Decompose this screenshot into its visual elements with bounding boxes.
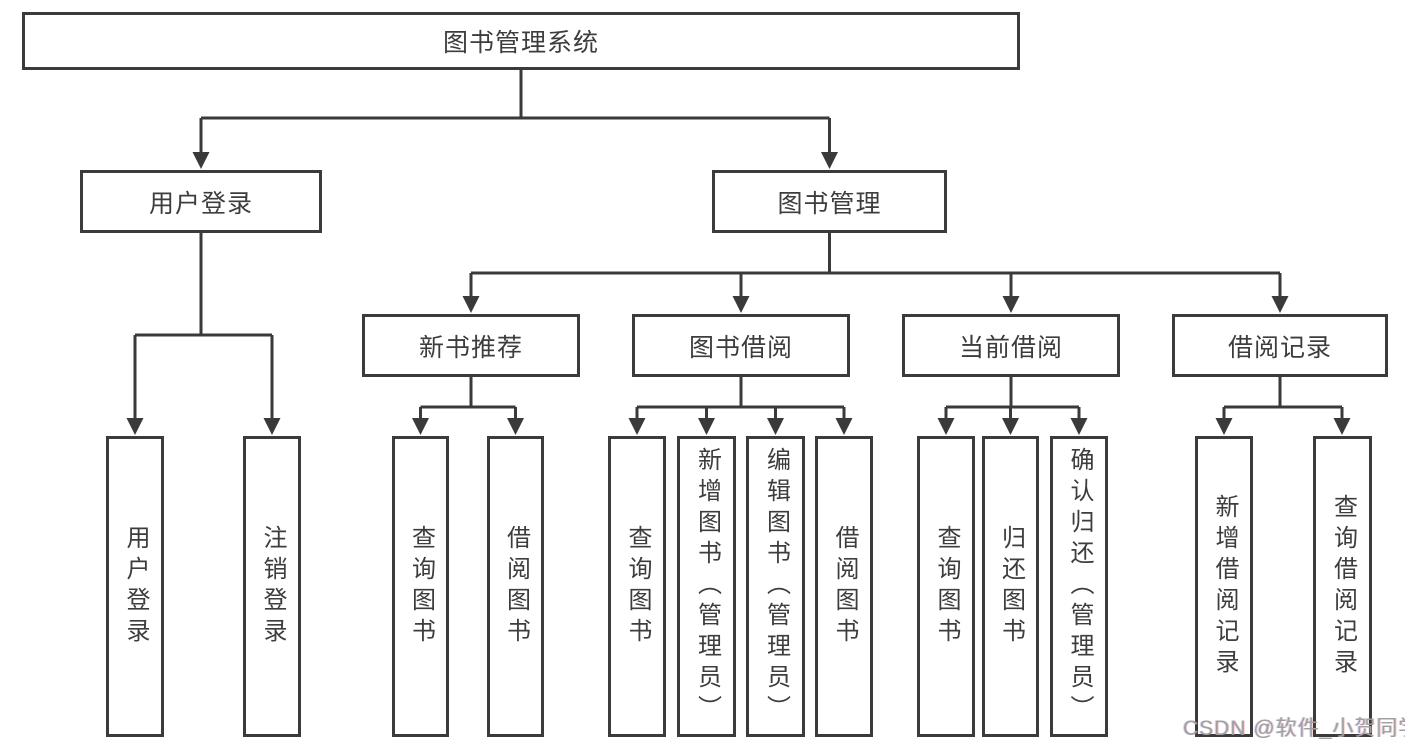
node-label: 查询图书 — [407, 524, 435, 649]
node-label: 当前借阅 — [958, 333, 1063, 362]
node-label: 编辑图书（管理员） — [762, 447, 790, 726]
node-current-borrowing: 当前借阅 — [902, 314, 1120, 377]
node-label: 归还图书 — [997, 524, 1025, 649]
node-logout: 注销登录 — [243, 436, 301, 737]
node-label: 新增借阅记录 — [1211, 493, 1238, 680]
node-label: 用户登录 — [122, 524, 149, 649]
node-confirm-return-admin: 确认归还（管理员） — [1050, 436, 1108, 737]
node-label: 查询图书 — [933, 524, 960, 649]
node-label: 图书管理 — [777, 189, 882, 218]
node-label: 借阅图书 — [502, 524, 530, 649]
node-return-books: 归还图书 — [982, 436, 1039, 737]
node-query-books-borrowing: 查询图书 — [608, 436, 666, 737]
node-book-management: 图书管理 — [712, 170, 947, 233]
node-add-books-admin: 新增图书（管理员） — [677, 436, 736, 737]
node-label: 用户登录 — [148, 189, 253, 218]
node-label: 图书管理系统 — [442, 29, 599, 57]
node-borrow-books-recommend: 借阅图书 — [487, 436, 544, 737]
node-label: 新增图书（管理员） — [693, 447, 721, 726]
node-label: 查询图书 — [624, 524, 651, 649]
node-label: 图书借阅 — [688, 333, 793, 362]
node-query-books-recommend: 查询图书 — [392, 436, 449, 737]
node-new-book-recommendation: 新书推荐 — [362, 314, 580, 377]
node-user-login-leaf: 用户登录 — [106, 436, 164, 737]
node-label: 借阅记录 — [1227, 333, 1332, 362]
node-label: 注销登录 — [259, 524, 286, 649]
node-borrow-books: 借阅图书 — [815, 436, 873, 737]
csdn-watermark: CSDN @软件_小贺同学 — [1183, 717, 1405, 740]
node-label: 借阅图书 — [831, 524, 858, 649]
node-label: 查询借阅记录 — [1329, 493, 1357, 680]
node-user-login: 用户登录 — [80, 170, 322, 233]
node-query-borrow-record: 查询借阅记录 — [1313, 436, 1372, 737]
node-book-borrowing: 图书借阅 — [632, 314, 850, 377]
node-book-management-system: 图书管理系统 — [22, 12, 1020, 70]
node-borrowing-records: 借阅记录 — [1172, 314, 1388, 377]
node-edit-books-admin: 编辑图书（管理员） — [746, 436, 805, 737]
node-label: 新书推荐 — [418, 333, 523, 362]
node-add-borrow-record: 新增借阅记录 — [1195, 436, 1253, 737]
node-label: 确认归还（管理员） — [1066, 447, 1093, 726]
node-query-books-current: 查询图书 — [917, 436, 975, 737]
